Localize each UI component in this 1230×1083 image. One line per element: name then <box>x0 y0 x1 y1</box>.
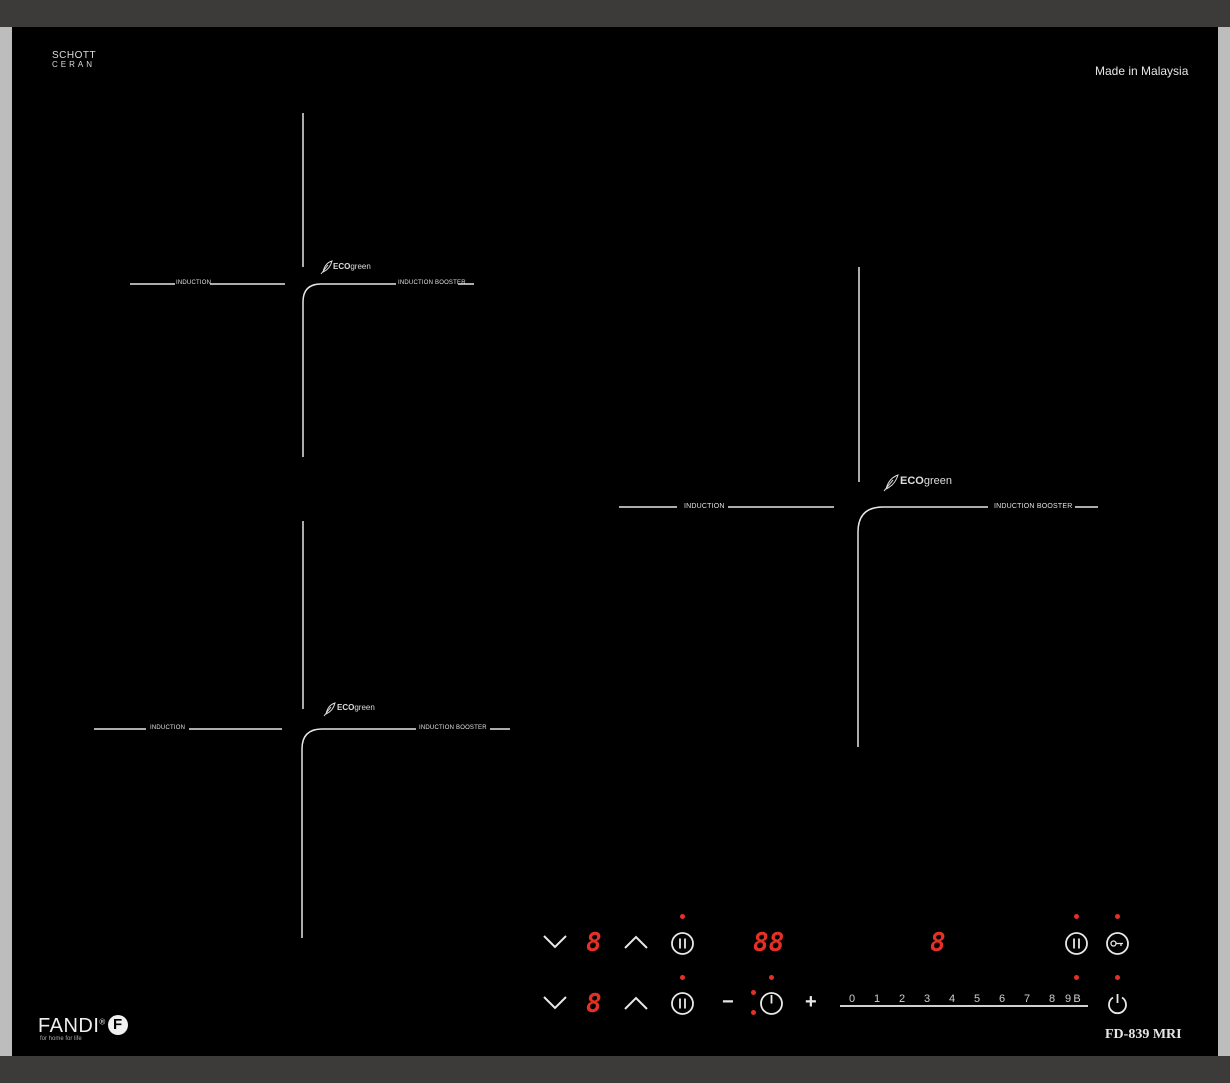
row2-pause-indicator <box>680 975 685 980</box>
slider-level[interactable]: 0 <box>848 993 856 1005</box>
timer-indicator-left-top <box>751 990 756 995</box>
frame-bottom <box>0 1056 1230 1083</box>
zone3-corner <box>857 506 988 747</box>
slider-level[interactable]: 6 <box>998 993 1006 1005</box>
zone1-ecogreen-logo: ECOgreen <box>333 262 371 271</box>
ceran-text: CERAN <box>52 60 96 69</box>
slider-level[interactable]: 7 <box>1023 993 1031 1005</box>
row1-pause-indicator <box>680 914 685 919</box>
slider-level[interactable]: 9 <box>1064 993 1072 1005</box>
lock-indicator <box>1115 914 1120 919</box>
fandi-logo: FANDI®F <box>38 1015 128 1038</box>
zone2-induction-label: INDUCTION <box>150 725 186 731</box>
timer-indicator-left-bottom <box>751 1010 756 1015</box>
cooktop-glass: SCHOTT CERAN Made in Malaysia <box>12 27 1218 1056</box>
zone-markings <box>94 113 1098 938</box>
zone3-pause-icon[interactable] <box>1064 931 1089 956</box>
zone1-corner <box>302 283 396 457</box>
model-number: FD-839 MRI <box>1105 1027 1182 1042</box>
zone2-ecogreen-logo: ECOgreen <box>337 703 375 712</box>
slider-level[interactable]: 4 <box>948 993 956 1005</box>
row1-pause-icon[interactable] <box>670 931 695 956</box>
slider-track <box>840 1005 1088 1007</box>
power-indicator <box>1115 975 1120 980</box>
zone1-induction-label: INDUCTION <box>176 280 212 286</box>
slider-level-boost[interactable]: B <box>1073 993 1081 1005</box>
schott-ceran-logo: SCHOTT CERAN <box>52 50 97 70</box>
row2-level-display: 8 <box>586 989 602 1019</box>
zone1-booster-label: INDUCTION BOOSTER <box>398 280 466 286</box>
row2-down-chevron-icon[interactable] <box>542 994 568 1012</box>
row1-down-chevron-icon[interactable] <box>542 933 568 951</box>
zone3-induction-label: INDUCTION <box>684 503 725 510</box>
power-icon[interactable] <box>1105 991 1130 1016</box>
key-lock-icon[interactable] <box>1105 931 1130 956</box>
schott-text: SCHOTT <box>52 50 97 61</box>
fandi-text: FANDI <box>38 1015 100 1037</box>
fandi-tagline: for home for life <box>40 1036 82 1042</box>
boost-indicator <box>1074 975 1079 980</box>
frame-right <box>1218 27 1230 1056</box>
timer-indicator-top <box>769 975 774 980</box>
slider-level[interactable]: 8 <box>1048 993 1056 1005</box>
timer-display: 88 <box>753 928 785 958</box>
row2-pause-icon[interactable] <box>670 991 695 1016</box>
zone3-pause-indicator <box>1074 914 1079 919</box>
timer-minus-button[interactable]: − <box>722 991 734 1013</box>
slider-level[interactable]: 1 <box>873 993 881 1005</box>
row1-up-chevron-icon[interactable] <box>623 933 649 951</box>
zone2-corner <box>301 728 416 938</box>
row1-level-display: 8 <box>586 928 602 958</box>
power-level-slider[interactable]: 0 1 2 3 4 5 6 7 8 9 B <box>840 993 1090 1009</box>
zone3-booster-label: INDUCTION BOOSTER <box>994 503 1073 510</box>
made-in-label: Made in Malaysia <box>1095 64 1189 78</box>
slider-level[interactable]: 2 <box>898 993 906 1005</box>
fandi-f-icon: F <box>107 1015 128 1035</box>
zone3-level-display: 8 <box>930 928 946 958</box>
slider-level[interactable]: 3 <box>923 993 931 1005</box>
frame-left <box>0 27 12 1056</box>
row2-up-chevron-icon[interactable] <box>623 994 649 1012</box>
slider-level[interactable]: 5 <box>973 993 981 1005</box>
frame-top <box>0 0 1230 27</box>
timer-plus-button[interactable]: + <box>805 991 817 1013</box>
zone3-ecogreen-logo: ECOgreen <box>900 475 952 487</box>
zone2-booster-label: INDUCTION BOOSTER <box>419 725 487 731</box>
registered-mark: ® <box>99 1017 106 1027</box>
timer-icon[interactable] <box>759 991 784 1016</box>
